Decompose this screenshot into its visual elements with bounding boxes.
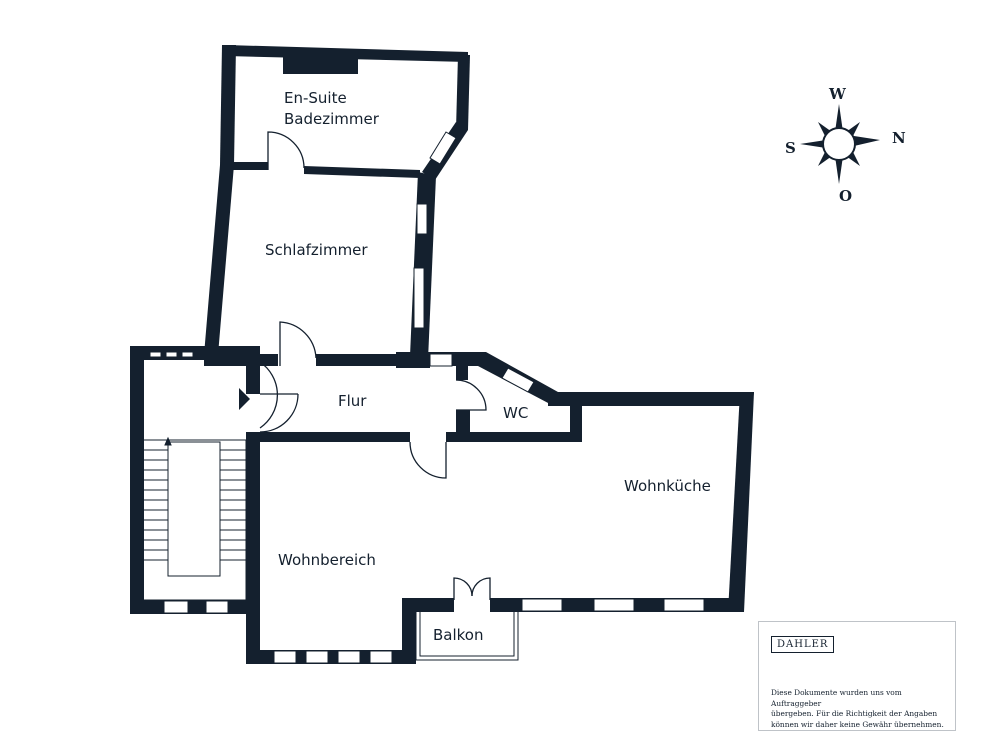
- label-wohnbereich: Wohnbereich: [278, 551, 376, 569]
- wall-ensuite-left: [220, 45, 236, 165]
- wall-balcony-left: [402, 598, 416, 664]
- compass-label-north: N: [892, 129, 906, 147]
- wall-stair-left: [130, 346, 144, 614]
- wall-ensuite-bottom: [232, 162, 268, 170]
- wall-ensuite-top-thick: [283, 54, 358, 74]
- compass-needle-east: [835, 156, 843, 184]
- door-bedroom: [279, 321, 317, 366]
- door-balcony-right: [471, 577, 491, 600]
- window-stair-top-2: [165, 351, 178, 358]
- stair-well: [167, 441, 221, 577]
- window-bedroom-2: [413, 267, 425, 329]
- compass-label-east: O: [839, 187, 852, 205]
- wall-wc-left: [456, 366, 468, 380]
- window-stair-top-3: [181, 351, 194, 358]
- window-bedroom-1: [416, 203, 428, 235]
- window-living-3: [337, 650, 361, 664]
- entrance-arrow-icon: [239, 388, 250, 410]
- label-ensuite-2: Badezimmer: [284, 110, 380, 128]
- window-stair-top-1: [149, 351, 162, 358]
- disclaimer-text: Diese Dokumente wurden uns vom Auftragge…: [771, 688, 944, 729]
- door-wc: [455, 379, 487, 411]
- brand-logo: DAHLER: [771, 636, 835, 653]
- wall-corridor-bottom-left: [246, 432, 410, 442]
- window-stair-bottom-2: [205, 600, 229, 614]
- balcony-railing-inner: [419, 612, 515, 657]
- wall-stair-bottom: [130, 600, 260, 614]
- window-living-1: [273, 650, 297, 664]
- compass-label-south: S: [785, 139, 796, 157]
- room-labels: En-Suite Badezimmer Schlafzimmer Flur WC…: [265, 89, 711, 644]
- wall-corridor-top-mid: [316, 354, 396, 366]
- wall-wc-bottom: [456, 432, 580, 442]
- door-living: [409, 441, 447, 479]
- window-wc: [501, 367, 535, 393]
- window-living-4: [369, 650, 393, 664]
- door-entrance: [259, 361, 278, 429]
- compass-label-west: W: [828, 85, 847, 103]
- wall-balcony-top: [402, 598, 454, 612]
- balcony-railing: [415, 612, 519, 661]
- door-balcony-left: [453, 577, 473, 600]
- wall-stair-top: [130, 346, 260, 360]
- compass-needle-south: [800, 140, 826, 148]
- compass-center: [822, 127, 856, 161]
- compass-needle-west: [835, 104, 843, 132]
- doors: [259, 131, 491, 600]
- label-wohnkueche: Wohnküche: [624, 477, 711, 495]
- compass-needle-north: [854, 136, 880, 146]
- label-schlafzimmer: Schlafzimmer: [265, 241, 368, 259]
- compass-rose-icon: W N S O: [785, 85, 906, 205]
- wall-ensuite-bottom-2: [304, 166, 420, 178]
- wall-kitchen-top: [548, 392, 754, 406]
- wall-stair-right: [246, 360, 260, 394]
- wall-living-left: [246, 438, 260, 664]
- window-kitchen-3: [663, 598, 705, 612]
- door-ensuite: [267, 131, 305, 170]
- disclaimer-box: DAHLER Diese Dokumente wurden uns vom Au…: [758, 621, 956, 731]
- window-stair-bottom-1: [163, 600, 189, 614]
- wall-top-ensuite: [226, 45, 468, 62]
- staircase: [141, 436, 247, 601]
- balcony: [415, 612, 519, 661]
- wall-corridor-top-right: [396, 352, 430, 368]
- wall-kitchen-right: [728, 392, 754, 612]
- wall-wc-right: [570, 404, 582, 442]
- window-kitchen-1: [521, 598, 563, 612]
- label-flur: Flur: [338, 392, 367, 410]
- window-ensuite: [429, 131, 457, 165]
- stair-arrow-icon: [164, 436, 172, 446]
- window-corridor: [429, 353, 453, 367]
- label-balkon: Balkon: [433, 626, 484, 644]
- window-kitchen-2: [593, 598, 635, 612]
- wall-bedroom-left: [204, 165, 234, 355]
- wall-bedroom-right: [410, 172, 436, 360]
- label-ensuite-1: En-Suite: [284, 89, 347, 107]
- window-living-2: [305, 650, 329, 664]
- door-entrance-arc: [259, 393, 299, 433]
- wall-ensuite-right: [456, 55, 470, 130]
- windows: [149, 131, 705, 664]
- label-wc: WC: [503, 404, 528, 422]
